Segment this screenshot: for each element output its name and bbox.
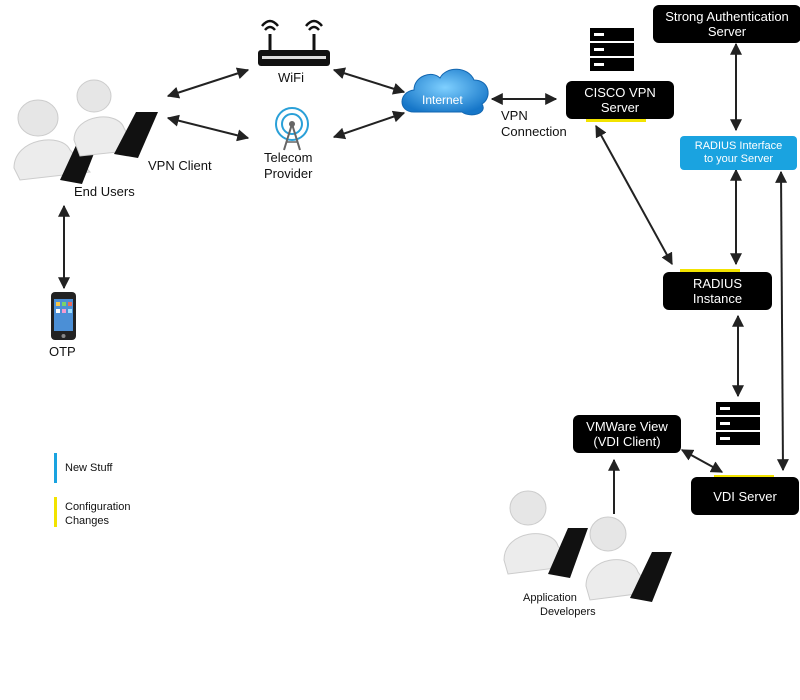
internet-label: Internet	[422, 93, 463, 107]
vdi-server-icon	[716, 402, 760, 445]
legend-new-stuff-label: New Stuff	[65, 462, 113, 474]
radius-interface-line1: RADIUS Interface	[694, 140, 783, 152]
cisco-server-icon	[590, 28, 634, 71]
arrow-users-wifi	[166, 67, 250, 99]
vdi-server-config-marker	[714, 475, 774, 478]
arrow-radiusiface-vdiserver	[775, 170, 789, 472]
arrow-wifi-internet	[332, 67, 406, 95]
radius-interface-box: RADIUS Interface to your Server	[680, 136, 797, 170]
legend-config-label-line2: Changes	[65, 515, 110, 527]
cisco-vpn-server-line1: CISCO VPN	[584, 85, 656, 100]
arrow-cisco-radius-instance	[595, 124, 673, 266]
developers-figures-icon	[503, 490, 672, 602]
legend-config-swatch	[54, 497, 57, 527]
vmware-view-box: VMWare View (VDI Client)	[573, 415, 681, 453]
arrow-users-telecom	[166, 114, 250, 142]
vmware-view-line1: VMWare View	[586, 419, 668, 434]
radius-instance-line1: RADIUS	[692, 276, 743, 291]
app-developers-label-line2: Developers	[540, 606, 596, 618]
radius-interface-line2: to your Server	[703, 153, 774, 165]
vpn-client-label: VPN Client	[148, 158, 212, 173]
strong-auth-line2: Server	[707, 24, 747, 39]
strong-auth-line1: Strong Authentication	[665, 9, 789, 24]
wifi-router-icon	[258, 19, 330, 66]
telecom-label-line2: Provider	[264, 166, 313, 181]
internet-cloud-icon	[401, 68, 489, 116]
telecom-tower-icon	[275, 107, 309, 151]
vdi-server-label: VDI Server	[713, 488, 777, 504]
vpn-connection-label-line1: VPN	[501, 108, 528, 123]
cisco-vpn-server-line2: Server	[600, 100, 640, 115]
smartphone-icon	[51, 292, 76, 340]
legend-new-stuff-swatch	[54, 453, 57, 483]
end-users-label: End Users	[74, 184, 135, 199]
arrow-vmware-vdiserver	[680, 449, 724, 473]
cisco-vpn-server-box: CISCO VPN Server	[566, 81, 674, 119]
vmware-view-line2: (VDI Client)	[593, 434, 661, 449]
legend-config-label-line1: Configuration	[65, 501, 131, 513]
app-developers-label-line1: Application	[523, 592, 577, 604]
end-users-figures-icon	[13, 79, 158, 184]
strong-auth-server-box: Strong Authentication Server	[653, 5, 800, 43]
otp-label: OTP	[49, 344, 76, 359]
vdi-server-box: VDI Server	[691, 477, 799, 515]
arrow-telecom-internet	[332, 110, 406, 140]
cisco-config-change-marker	[586, 119, 646, 122]
wifi-label: WiFi	[278, 70, 304, 85]
radius-instance-config-marker	[680, 269, 740, 272]
telecom-label-line1: Telecom	[264, 150, 313, 165]
radius-instance-line2: Instance	[692, 291, 743, 306]
vpn-connection-label-line2: Connection	[501, 124, 567, 139]
radius-instance-box: RADIUS Instance	[663, 272, 772, 310]
